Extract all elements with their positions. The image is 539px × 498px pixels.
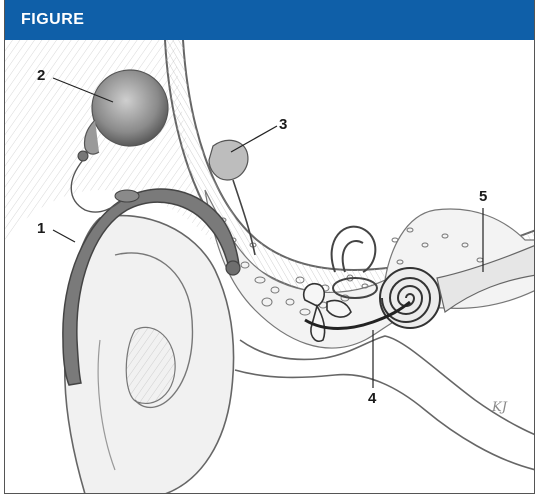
hearing-aid-tip xyxy=(226,261,240,275)
callout-label-3: 3 xyxy=(279,116,287,133)
callout-line-1 xyxy=(53,230,75,242)
callout-label-4: 4 xyxy=(368,390,376,407)
figure-header: FIGURE xyxy=(5,0,534,40)
callout-label-2: 2 xyxy=(37,67,45,84)
ear-illustration: 1 2 3 4 5 KJ xyxy=(5,40,535,494)
ear-canal-lower xyxy=(235,370,535,470)
callout-label-1: 1 xyxy=(37,220,45,237)
cochlea xyxy=(380,268,440,328)
ear-anatomy-drawing xyxy=(5,40,535,494)
callout-label-5: 5 xyxy=(479,188,487,205)
figure-frame: FIGURE xyxy=(4,0,535,494)
artist-initials: KJ xyxy=(492,400,507,415)
magnet-coil xyxy=(115,190,139,202)
callout-line-3 xyxy=(231,126,277,152)
